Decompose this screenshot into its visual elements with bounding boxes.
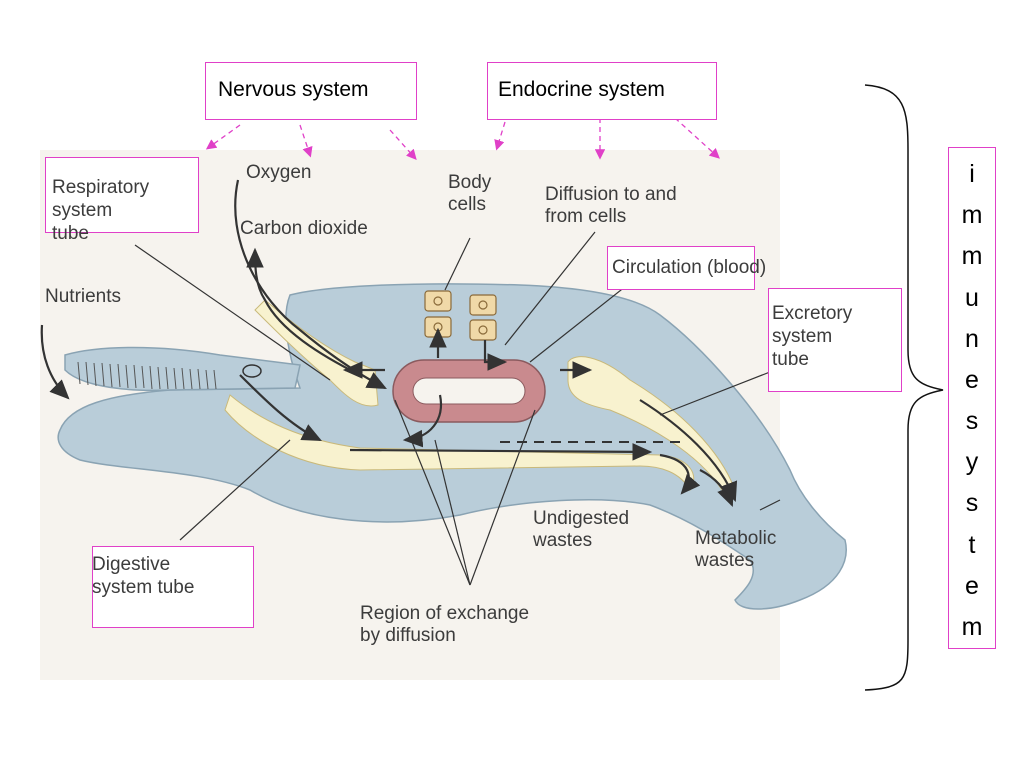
endocrine-system-label: Endocrine system	[498, 78, 665, 101]
whale-eye	[242, 364, 262, 378]
body-cells-label: Body cells	[448, 172, 492, 215]
immune-brace	[864, 84, 944, 691]
nutrients-label: Nutrients	[45, 286, 122, 307]
leader-lines	[134, 231, 781, 586]
immune-letter: e	[965, 571, 979, 600]
baleen	[77, 361, 217, 390]
oxygen-label: Oxygen	[246, 162, 312, 183]
circulation-lumen	[412, 377, 526, 405]
circulation-box	[607, 246, 755, 290]
immune-letter: e	[965, 365, 979, 394]
digestive-system-box	[92, 546, 254, 628]
immune-letter: s	[965, 489, 979, 518]
digestive-system-label: Digestive system tube	[92, 554, 195, 598]
circulation-label: Circulation (blood)	[612, 257, 767, 278]
immune-letter: s	[965, 407, 979, 436]
flow-arrows	[40, 179, 738, 508]
respiratory-system-label: Respiratory system tube	[52, 177, 150, 244]
excretory-system-label: Excretory system tube	[772, 303, 853, 370]
immune-letter: u	[965, 283, 979, 312]
immune-letter: t	[968, 530, 976, 559]
carbon-dioxide-label: Carbon dioxide	[240, 218, 368, 239]
metabolic-wastes-label: Metabolic wastes	[695, 528, 777, 571]
immune-letter: n	[965, 324, 979, 353]
nervous-system-label: Nervous system	[218, 78, 369, 101]
excretory-system-box	[768, 288, 902, 392]
immune-letter: y	[965, 448, 979, 477]
respiratory-system-box	[45, 157, 199, 233]
immune-letter: i	[969, 160, 975, 188]
diffusion-label: Diffusion to and from cells	[545, 184, 677, 227]
immune-letter: m	[961, 612, 983, 641]
nervous-system-box	[205, 62, 417, 120]
immune-letter: m	[961, 201, 983, 230]
signal-arrows	[205, 117, 720, 160]
immune-letter: m	[961, 242, 983, 271]
whale-body	[57, 283, 847, 610]
endocrine-system-box	[487, 62, 717, 120]
undigested-wastes-label: Undigested wastes	[533, 508, 630, 551]
region-of-exchange-label: Region of exchange by diffusion	[360, 603, 530, 646]
